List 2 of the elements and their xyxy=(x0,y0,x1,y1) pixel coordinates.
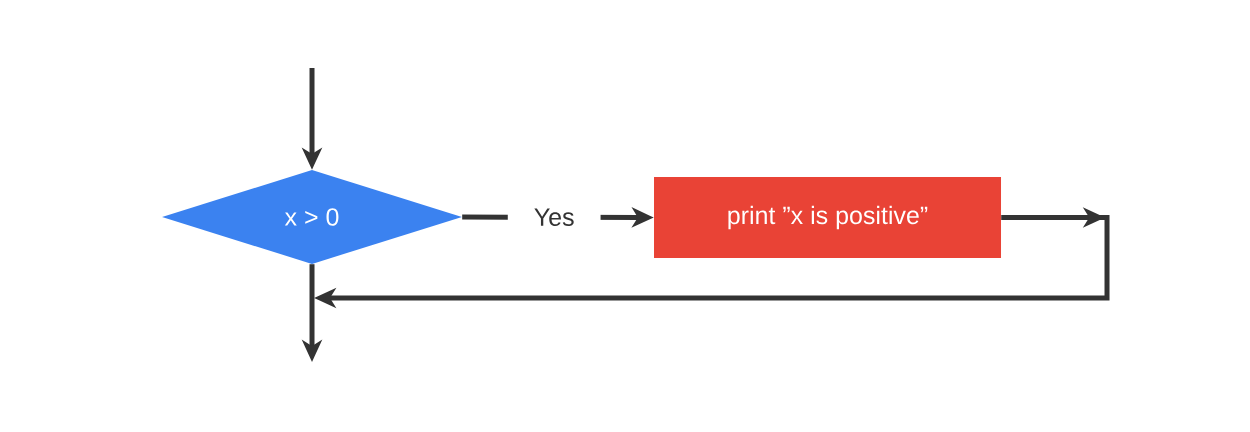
edge-label: Yes xyxy=(507,204,601,230)
process-box: print ”x is positive” xyxy=(654,177,1001,258)
